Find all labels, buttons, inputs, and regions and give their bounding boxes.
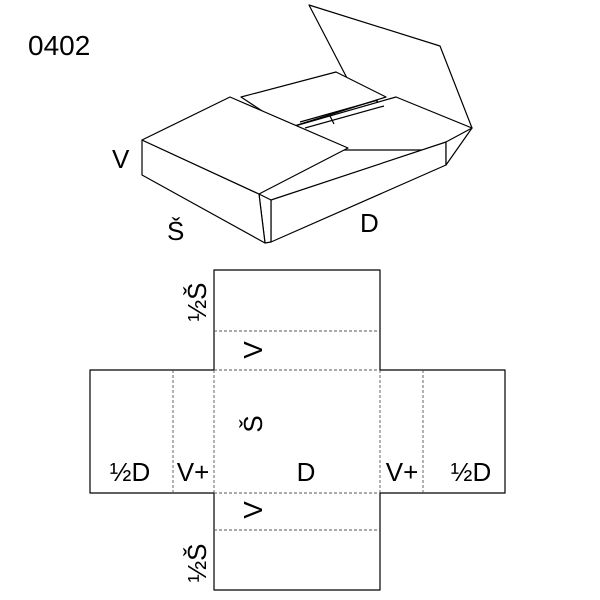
right-half-length-label: ½D bbox=[451, 457, 491, 487]
box-net: ½Š V Š V ½Š ½D V+ D V+ ½D bbox=[89, 269, 506, 591]
front-lid-panel bbox=[141, 96, 349, 195]
right-height-label: V+ bbox=[386, 457, 419, 487]
width-label: Š bbox=[167, 216, 184, 246]
bottom-height-label: V bbox=[238, 501, 268, 519]
left-height-label: V+ bbox=[177, 457, 210, 487]
style-code: 0402 bbox=[28, 30, 90, 61]
flap-slot bbox=[299, 99, 385, 129]
length-label: D bbox=[360, 208, 379, 238]
right-end-side bbox=[445, 127, 473, 166]
net-outline bbox=[89, 269, 506, 591]
center-width-label: Š bbox=[238, 415, 268, 432]
top-height-label: V bbox=[238, 341, 268, 359]
left-half-length-label: ½D bbox=[110, 457, 150, 487]
height-label: V bbox=[112, 144, 130, 174]
center-length-label: D bbox=[297, 457, 316, 487]
top-half-width-label: ½Š bbox=[182, 282, 212, 321]
bottom-half-width-label: ½Š bbox=[182, 543, 212, 582]
box-3d-illustration: V Š D bbox=[112, 4, 473, 246]
